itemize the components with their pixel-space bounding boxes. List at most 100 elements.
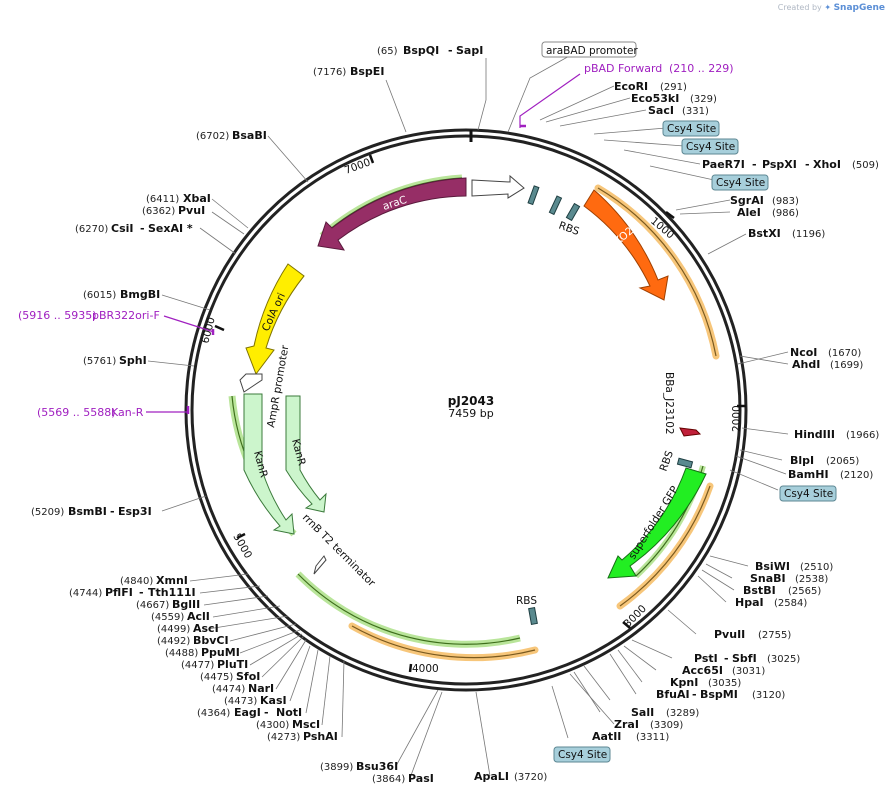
csy4-labels: Csy4 Site Csy4 Site Csy4 Site Csy4 Site … bbox=[553, 120, 837, 763]
leader-lines bbox=[147, 49, 789, 779]
site-pos: (3899) bbox=[320, 762, 353, 773]
site-pos: (3120) bbox=[752, 690, 785, 701]
site-pos: (509) bbox=[852, 160, 879, 171]
site-sep: - bbox=[752, 158, 757, 171]
site-name: PstI bbox=[694, 652, 718, 665]
feature-rbs-3: RBS bbox=[516, 595, 538, 625]
site-sep: - bbox=[264, 706, 269, 719]
site-name: SfoI bbox=[236, 670, 260, 683]
primer-kanr-name: Kan-R bbox=[111, 406, 144, 419]
rbs-3-label: RBS bbox=[516, 595, 537, 607]
site-name: BbvCI bbox=[193, 634, 229, 647]
site-pos: (6015) bbox=[83, 290, 116, 301]
site-pos: (3311) bbox=[636, 732, 669, 743]
site-name: SphI bbox=[119, 354, 147, 367]
site-pos: (2538) bbox=[795, 574, 828, 585]
site-name: XbaI bbox=[183, 192, 211, 205]
site-pos: (291) bbox=[660, 82, 687, 93]
site-pos: (4477) bbox=[181, 660, 214, 671]
site-pos: (4475) bbox=[200, 672, 233, 683]
site-pos: (6411) bbox=[146, 194, 179, 205]
site-name: SbfI bbox=[732, 652, 757, 665]
site-sep: - bbox=[692, 688, 697, 701]
site-sep: - bbox=[805, 158, 810, 171]
site-pos: (4840) bbox=[120, 576, 153, 587]
site-pos: (3289) bbox=[666, 708, 699, 719]
site-pos: (3864) bbox=[372, 774, 405, 785]
site-name: Bsu36I bbox=[356, 760, 398, 773]
site-name: BamHI bbox=[788, 468, 829, 481]
csy4-label-5: Csy4 Site bbox=[558, 749, 607, 761]
site-name: SgrAI bbox=[730, 194, 764, 207]
credit-brand: SnapGene bbox=[833, 3, 885, 13]
site-name: BsiWI bbox=[755, 560, 790, 573]
site-name: XmnI bbox=[156, 574, 188, 587]
site-pos: (4273) bbox=[267, 732, 300, 743]
sites-right: EcoRI (291) Eco53kI (329) SacI (331) Pae… bbox=[592, 80, 879, 743]
site-pos: (2565) bbox=[788, 586, 821, 597]
site-pos: (5761) bbox=[83, 356, 116, 367]
site-name: EagI bbox=[234, 706, 261, 719]
site-sep: - bbox=[140, 222, 145, 235]
site-name: PflFI bbox=[105, 586, 133, 599]
site-name: BglII bbox=[172, 598, 200, 611]
site-name: AscI bbox=[193, 622, 219, 635]
site-pos: (6702) bbox=[196, 131, 229, 142]
site-name: Tth111I bbox=[148, 586, 196, 599]
primer-labels: pBAD Forward (210 .. 229) (5916 .. 5935)… bbox=[18, 62, 734, 419]
tick-2000: 2000 bbox=[731, 405, 743, 432]
feature-rbs-1: RBS bbox=[527, 185, 581, 238]
site-pos: (7176) bbox=[313, 67, 346, 78]
site-name: SapI bbox=[456, 44, 483, 57]
credit-prefix: Created by bbox=[777, 3, 822, 12]
feature-araBAD bbox=[471, 174, 525, 199]
feature-kanR-1: KanR bbox=[243, 393, 295, 535]
site-pos: (3031) bbox=[732, 666, 765, 677]
site-name: PluTI bbox=[217, 658, 248, 671]
feature-kanR-2: KanR bbox=[285, 395, 327, 513]
site-name: AleI bbox=[737, 206, 761, 219]
site-pos: (3309) bbox=[650, 720, 683, 731]
site-pos: (2755) bbox=[758, 630, 791, 641]
site-name: HindIII bbox=[794, 428, 835, 441]
site-name: EcoRI bbox=[614, 80, 648, 93]
site-pos: (65) bbox=[377, 46, 398, 57]
site-pos: (4364) bbox=[197, 708, 230, 719]
feature-rrnB: rrnB T2 terminator bbox=[300, 512, 378, 590]
site-name: SalI bbox=[631, 706, 654, 719]
primer-pbad-range: (210 .. 229) bbox=[669, 62, 734, 75]
sites-bottom: (3899) Bsu36I (3864) PasI ApaLI (3720) bbox=[320, 760, 547, 785]
site-pos: (3035) bbox=[708, 678, 741, 689]
site-name: BsmBI bbox=[68, 505, 107, 518]
primer-markers bbox=[146, 73, 581, 414]
site-name: BspMI bbox=[700, 688, 738, 701]
site-pos: (4499) bbox=[157, 624, 190, 635]
site-pos: (331) bbox=[682, 106, 709, 117]
site-name: BfuAI bbox=[656, 688, 690, 701]
primer-pbr322-range: (5916 .. 5935) bbox=[18, 309, 97, 322]
tick-marks bbox=[214, 154, 746, 673]
site-pos: (2120) bbox=[840, 470, 873, 481]
site-name: PpuMI bbox=[201, 646, 240, 659]
feature-colA: ColA ori bbox=[245, 263, 305, 376]
site-name: AatII bbox=[592, 730, 621, 743]
site-pos: (1699) bbox=[830, 360, 863, 371]
tick-4000: 4000 bbox=[412, 663, 439, 675]
primer-pbad-name: pBAD Forward bbox=[584, 62, 662, 75]
site-pos: (5209) bbox=[31, 507, 64, 518]
site-pos: (983) bbox=[772, 196, 799, 207]
site-pos: (986) bbox=[772, 208, 799, 219]
site-pos: (4667) bbox=[136, 600, 169, 611]
csy4-label-1: Csy4 Site bbox=[667, 123, 716, 135]
site-name: BsaBI bbox=[232, 129, 267, 142]
sites-left: (6702) BsaBI (6411) XbaI (6362) PvuI (62… bbox=[31, 129, 338, 743]
rbs-2-label: RBS bbox=[658, 449, 677, 473]
site-name: SnaBI bbox=[750, 572, 786, 585]
site-pos: (1966) bbox=[846, 430, 879, 441]
site-name: PvuI bbox=[178, 204, 205, 217]
sites-top: (65) BspQI - SapI (7176) BspEI bbox=[313, 44, 483, 78]
site-pos: (4300) bbox=[256, 720, 289, 731]
site-pos: (2065) bbox=[826, 456, 859, 467]
site-name: SexAI * bbox=[148, 222, 193, 235]
site-name: BmgBI bbox=[120, 288, 160, 301]
